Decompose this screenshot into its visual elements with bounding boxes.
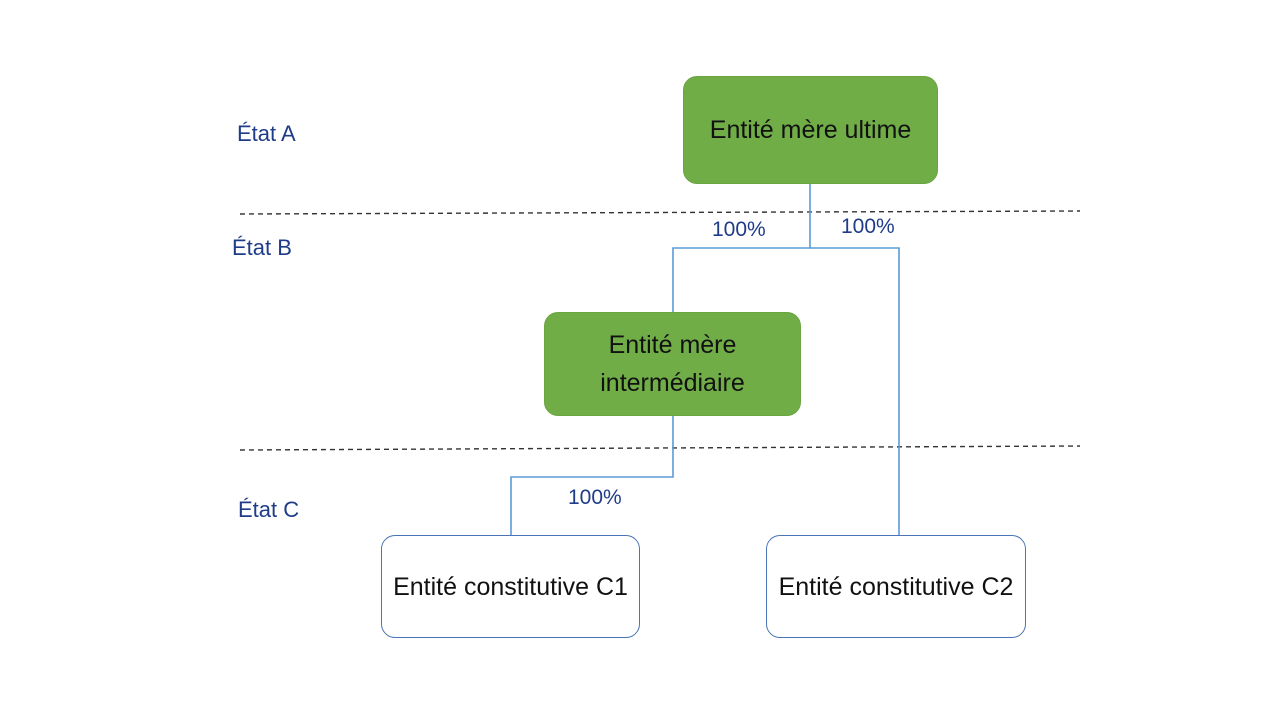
- state-label-c: État C: [238, 497, 300, 522]
- constituent-c2-label: Entité constitutive C2: [778, 572, 1014, 601]
- ultimate-parent-entity: Entité mère ultime: [683, 76, 938, 184]
- ownership-label-c2: 100%: [841, 215, 895, 238]
- state-label-b: État B: [232, 235, 292, 260]
- constituent-c1-label: Entité constitutive C1: [393, 572, 628, 601]
- ownership-label-intermediate: 100%: [712, 218, 766, 241]
- connector-intermediate-to-c1: [510, 416, 674, 535]
- intermediate-parent-entity: Entité mère intermédiaire: [544, 312, 801, 416]
- state-divider-b-c: [239, 445, 1081, 451]
- ownership-label-c1: 100%: [568, 486, 622, 509]
- connector-ultimate-to-c2: [810, 247, 900, 535]
- constituent-entity-c2: Entité constitutive C2: [766, 535, 1026, 638]
- intermediate-parent-label: Entité mère intermédiaire: [600, 331, 745, 397]
- constituent-entity-c1: Entité constitutive C1: [381, 535, 640, 638]
- connector-ultimate-to-intermediate: [672, 184, 811, 312]
- state-divider-a-b: [239, 210, 1081, 215]
- state-label-a: État A: [237, 121, 296, 146]
- ultimate-parent-label: Entité mère ultime: [709, 116, 912, 144]
